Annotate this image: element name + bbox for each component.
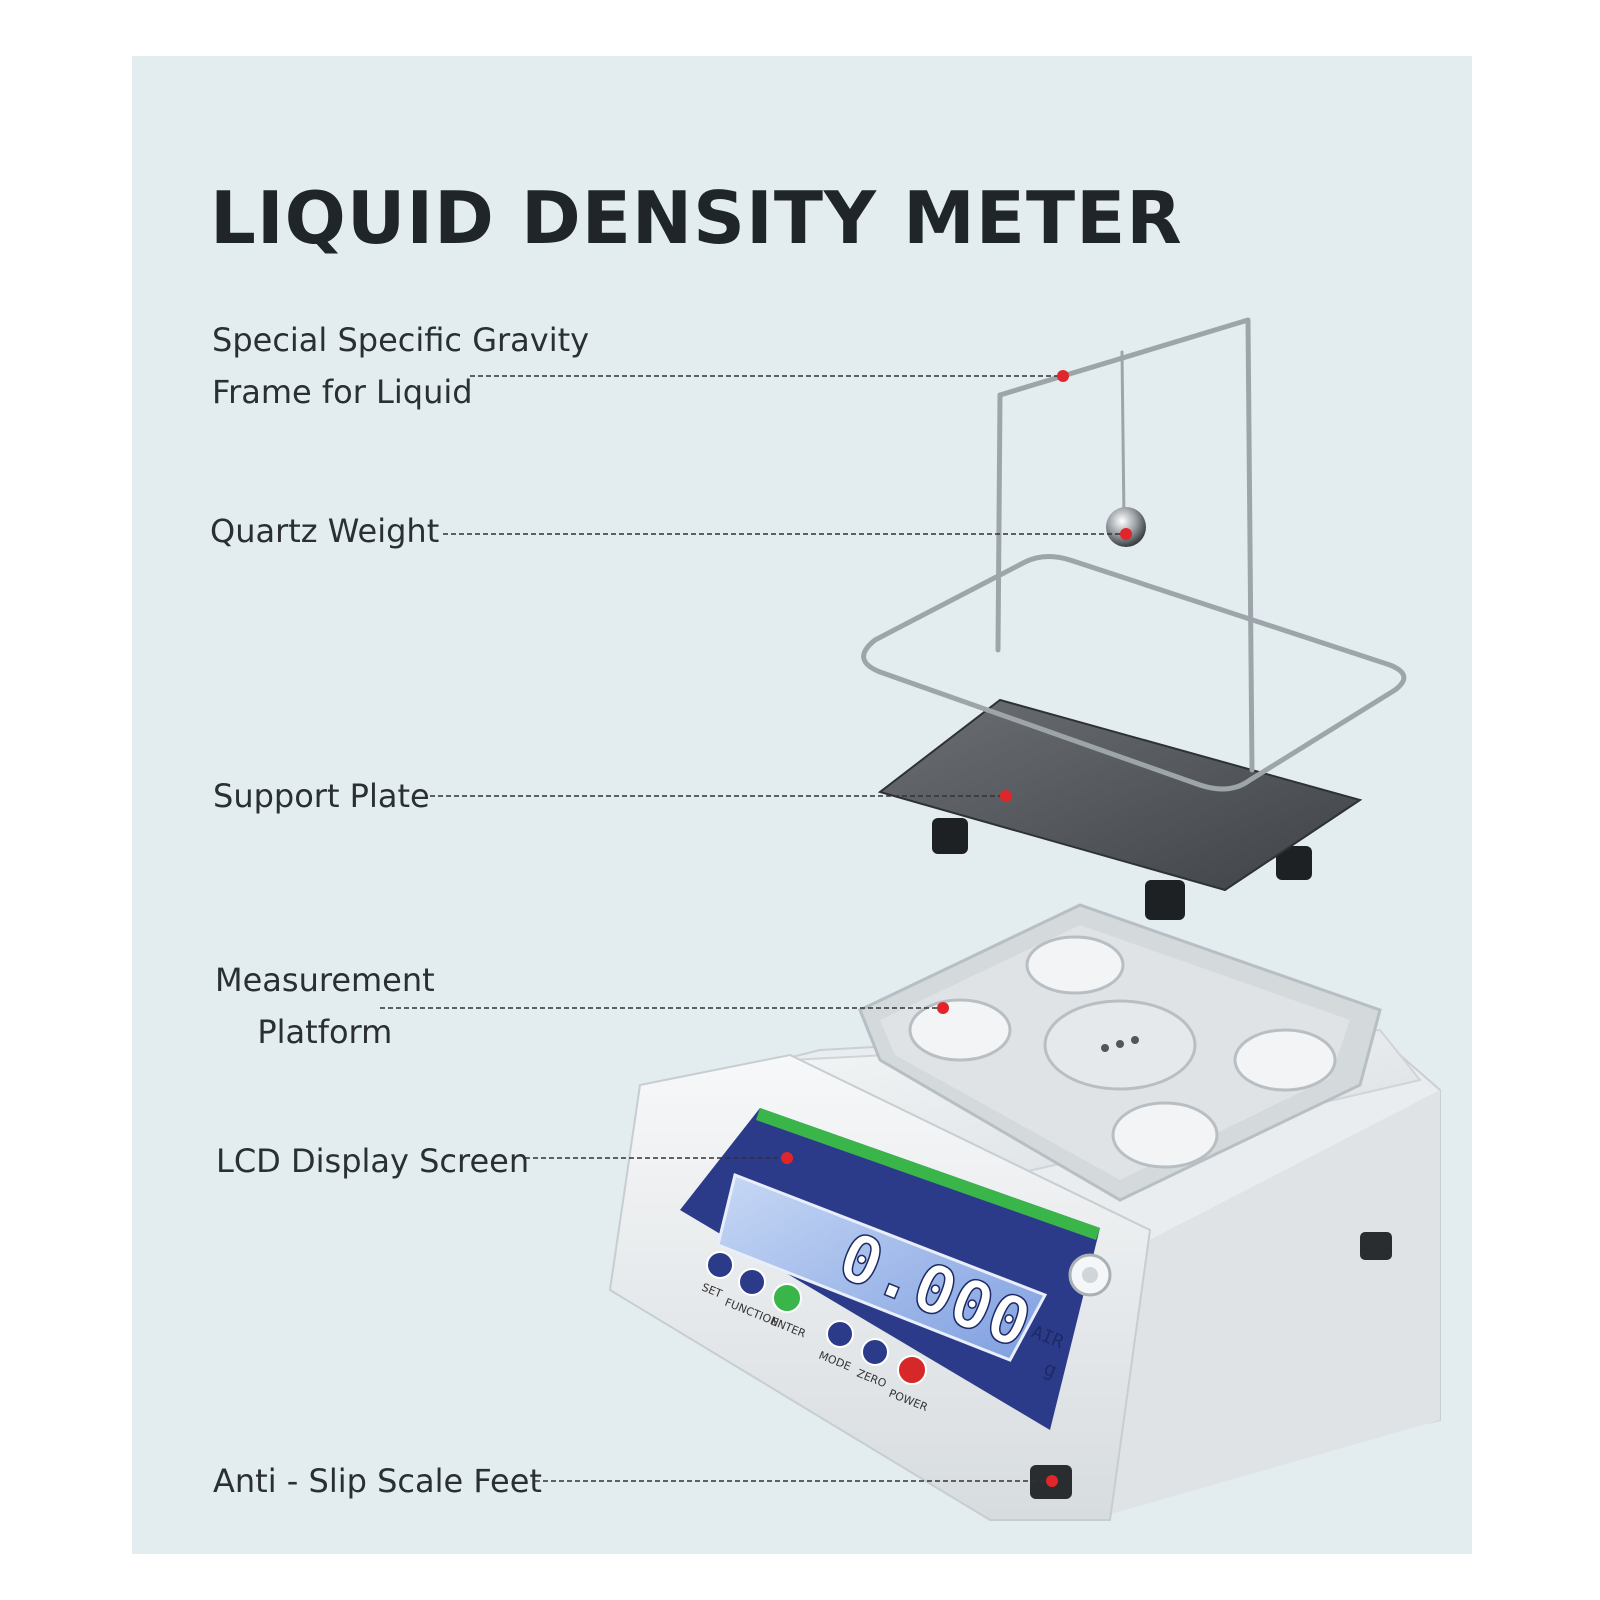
callout-dot-platform bbox=[937, 1002, 949, 1014]
label-gravity-frame-line1: Special Specific Gravity bbox=[212, 321, 590, 359]
support-plate bbox=[877, 698, 1363, 920]
label-measurement-platform-line1: Measurement bbox=[215, 961, 435, 999]
label-gravity-frame: Special Specific Gravity Frame for Liqui… bbox=[212, 314, 589, 418]
callout-dot-plate bbox=[1000, 790, 1012, 802]
label-gravity-frame-line2: Frame for Liquid bbox=[212, 373, 473, 411]
set-button[interactable]: SET bbox=[700, 1251, 734, 1301]
callout-dot-feet bbox=[1046, 1475, 1058, 1487]
level-bubble-icon bbox=[1068, 1253, 1112, 1297]
label-lcd-display: LCD Display Screen bbox=[216, 1142, 530, 1180]
callout-lines bbox=[380, 375, 1126, 1482]
label-quartz-weight: Quartz Weight bbox=[210, 512, 440, 550]
page-title: LIQUID DENSITY METER bbox=[210, 176, 1183, 260]
front-panel bbox=[680, 1108, 1100, 1430]
callout-dots bbox=[781, 370, 1132, 1487]
label-anti-slip-feet: Anti - Slip Scale Feet bbox=[213, 1462, 542, 1500]
label-measurement-platform: Measurement Platform bbox=[215, 954, 435, 1058]
label-support-plate: Support Plate bbox=[213, 777, 430, 815]
label-measurement-platform-line2: Platform bbox=[257, 1013, 393, 1051]
callout-dot-lcd bbox=[781, 1152, 793, 1164]
callout-dot-quartz bbox=[1120, 528, 1132, 540]
measurement-platform bbox=[858, 903, 1382, 1202]
gravity-frame bbox=[861, 317, 1407, 792]
quartz-weight bbox=[1106, 507, 1146, 547]
callout-dot-frame bbox=[1057, 370, 1069, 382]
